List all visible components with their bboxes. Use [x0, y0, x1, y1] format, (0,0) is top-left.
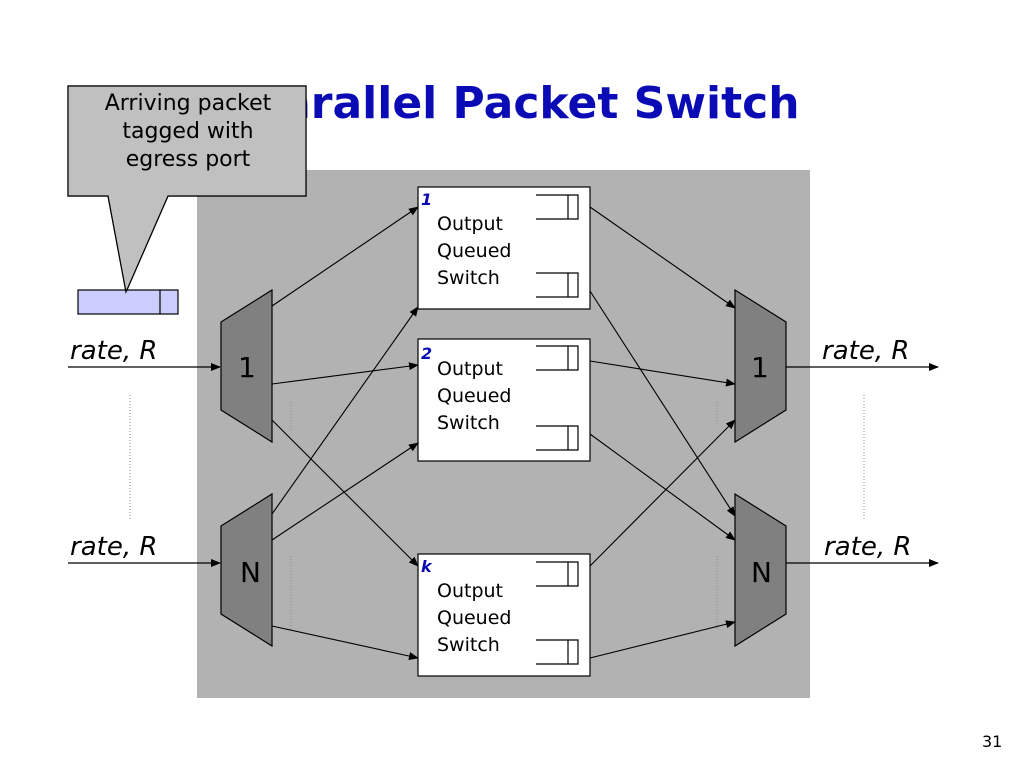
switch-box-k — [417, 553, 591, 677]
output-mux-1 — [734, 288, 787, 444]
switch-box-2 — [417, 338, 591, 462]
callout-overlay — [67, 85, 307, 295]
output-mux-label-n: N — [751, 556, 772, 589]
input-rate-1: rate, R — [70, 336, 158, 366]
switch-label-line: Queued — [437, 607, 512, 629]
callout-line: tagged with — [122, 119, 254, 144]
input-mux-label-1: 1 — [238, 351, 256, 384]
switch-label-line: Switch — [437, 412, 500, 434]
switch-label-line: Queued — [437, 385, 512, 407]
input-mux-n — [220, 492, 273, 648]
switch-index-1: 1 — [421, 190, 433, 209]
switch-label-1: Output Queued Switch — [437, 211, 511, 292]
switch-label-k: Output Queued Switch — [437, 578, 511, 659]
switch-to-output-links — [589, 206, 736, 659]
switch-box-1 — [417, 186, 591, 310]
output-mux-label-1: 1 — [751, 351, 769, 384]
switch-index-2: 2 — [421, 344, 433, 363]
switch-label-2: Output Queued Switch — [437, 356, 511, 437]
input-mux-label-n: N — [240, 556, 261, 589]
switch-index-k: k — [421, 557, 432, 576]
switch-label-line: Output — [437, 213, 503, 235]
switch-label-line: Switch — [437, 634, 500, 656]
input-to-switch-links — [271, 206, 419, 660]
arriving-packet — [77, 289, 179, 315]
switch-label-line: Switch — [437, 267, 500, 289]
input-rate-n: rate, R — [70, 532, 158, 562]
output-rate-1: rate, R — [822, 336, 910, 366]
callout-line: egress port — [125, 147, 251, 172]
page-number: 31 — [982, 732, 1003, 751]
page-title: Parallel Packet Switch — [250, 78, 800, 129]
input-mux-1 — [220, 288, 273, 444]
callout-line: Arriving packet — [104, 91, 272, 116]
switch-label-line: Output — [437, 358, 503, 380]
switch-label-line: Queued — [437, 240, 512, 262]
output-mux-n — [734, 492, 787, 648]
switch-label-line: Output — [437, 580, 503, 602]
output-rate-n: rate, R — [824, 532, 912, 562]
callout-text: Arriving packet tagged with egress port — [70, 90, 306, 174]
